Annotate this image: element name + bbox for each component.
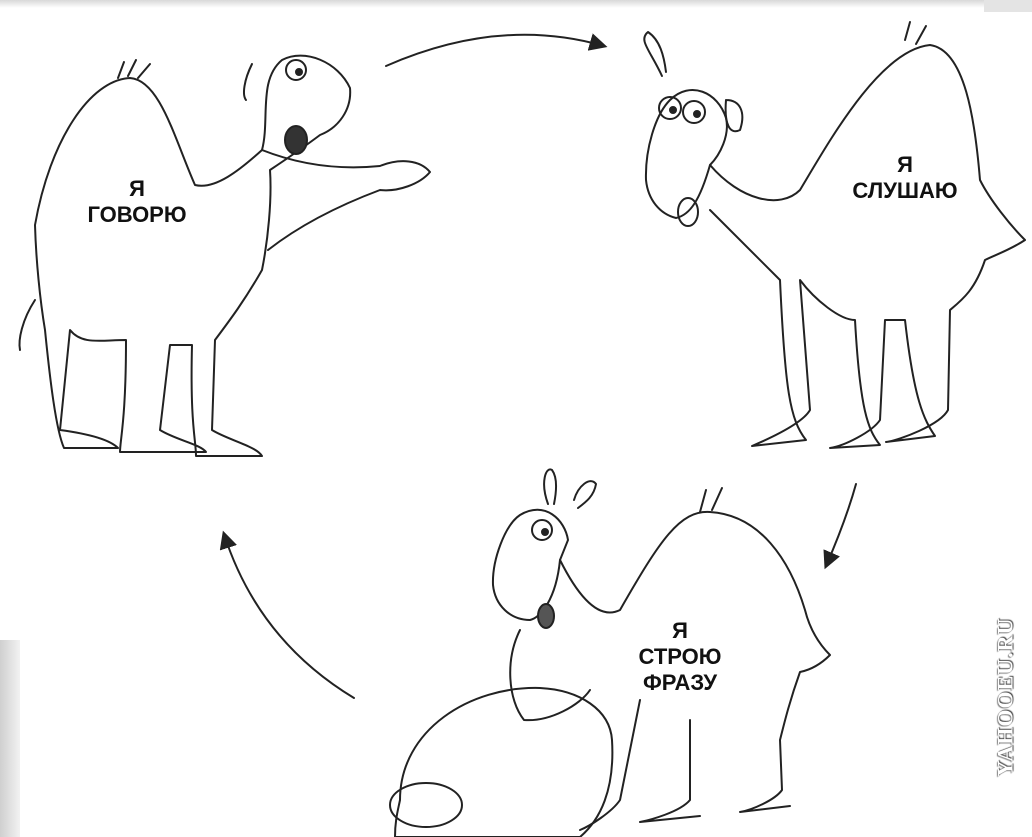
- arrow-speaker-to-listener: [386, 35, 604, 66]
- thinking-camel-mouth: [538, 604, 554, 628]
- speaker-caption-line-2: ГОВОРЮ: [62, 202, 212, 228]
- site-watermark: YAHOOEU.RU: [976, 572, 1032, 822]
- listener-caption: Я СЛУШАЮ: [820, 152, 990, 204]
- boulder: [395, 688, 612, 837]
- speaker-caption-line-1: Я: [62, 176, 212, 202]
- speaking-camel: [20, 56, 430, 456]
- speaking-camel-mouth: [285, 126, 307, 154]
- listening-camel: [644, 22, 1025, 448]
- site-watermark-text: YAHOOEU.RU: [992, 618, 1018, 777]
- builder-caption-line-1: Я: [610, 618, 750, 644]
- listener-caption-line-2: СЛУШАЮ: [820, 178, 990, 204]
- small-stone: [390, 783, 462, 827]
- arrow-listener-to-builder: [826, 484, 856, 566]
- builder-caption: Я СТРОЮ ФРАЗУ: [610, 618, 750, 696]
- builder-caption-line-3: ФРАЗУ: [610, 670, 750, 696]
- arrow-builder-to-speaker: [224, 534, 354, 698]
- speaker-caption: Я ГОВОРЮ: [62, 176, 212, 228]
- builder-caption-line-2: СТРОЮ: [610, 644, 750, 670]
- listener-caption-line-1: Я: [820, 152, 990, 178]
